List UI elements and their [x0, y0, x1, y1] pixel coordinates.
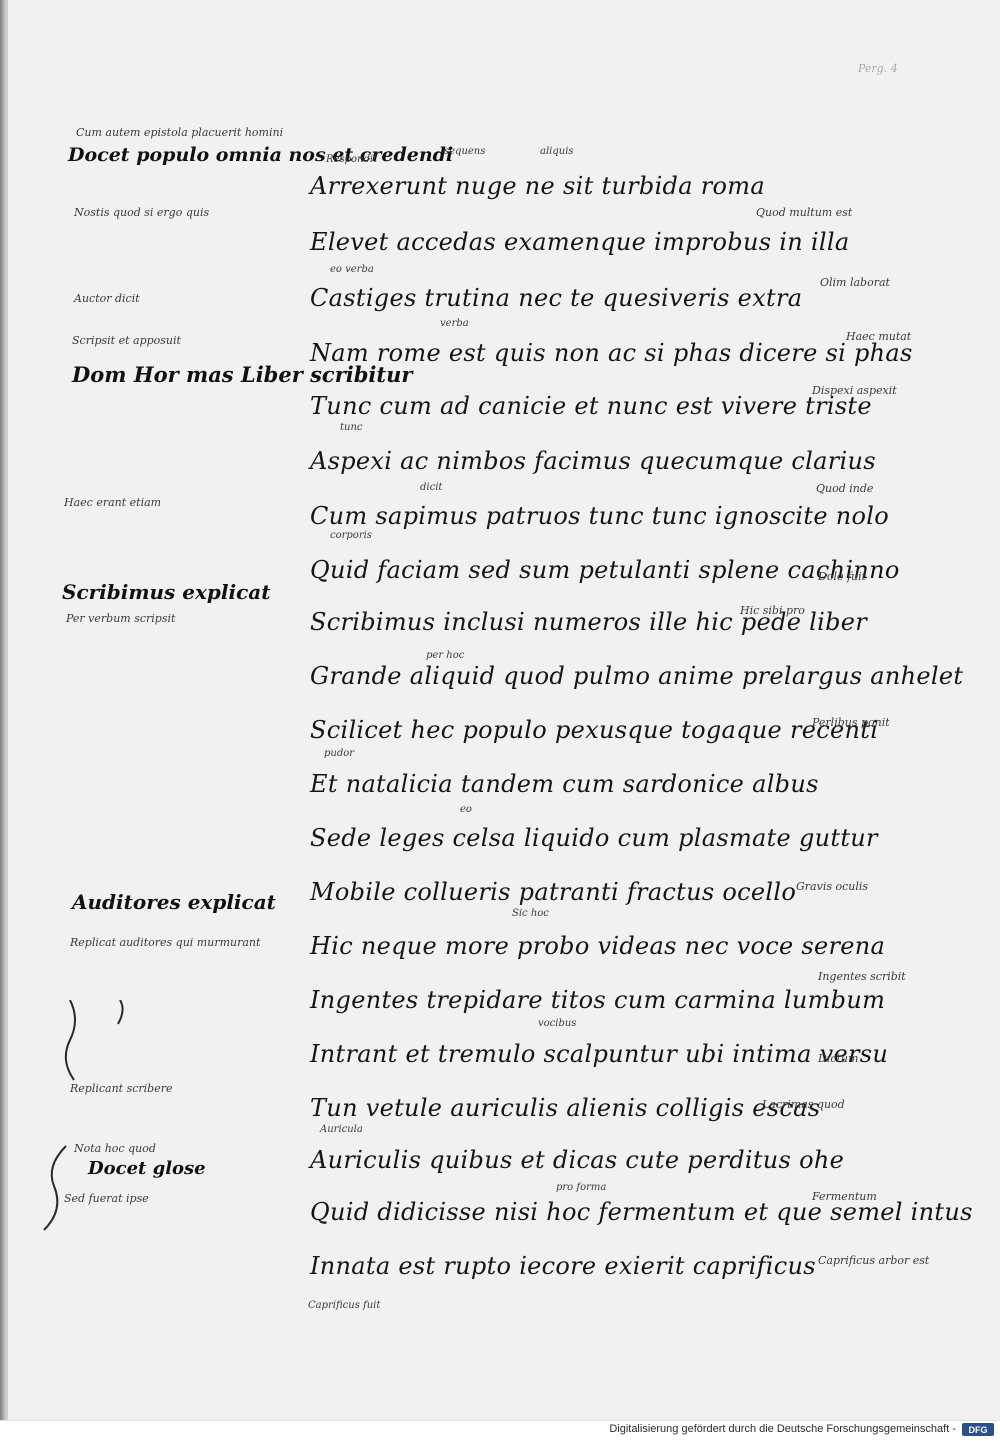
marginal-gloss-left: Auctor dicit — [74, 292, 140, 305]
interlinear-gloss: aliquis — [540, 146, 574, 157]
interlinear-gloss: dicit — [420, 482, 443, 493]
footer-credit: Digitalisierung gefördert durch die Deut… — [609, 1423, 956, 1435]
marginal-gloss-right: Olim laborat — [820, 276, 890, 289]
interlinear-gloss: eo — [460, 804, 472, 815]
marginal-gloss-right: Perlibus ponit — [812, 716, 890, 729]
verse-line: Innata est rupto iecore exierit caprific… — [310, 1252, 816, 1280]
marginal-gloss-left: Cum autem epistola placuerit homini — [76, 126, 284, 139]
rubric-heading: Docet glose — [88, 1158, 206, 1179]
rubric-heading: Docet populo omnia nos et credendi — [68, 144, 454, 166]
marginal-gloss-left: Nota hoc quod — [74, 1142, 156, 1155]
marginal-gloss-left: Per verbum scripsit — [66, 612, 176, 625]
marginal-gloss-right: Lacrimas quod — [762, 1098, 845, 1111]
marginal-gloss-left: Sed fuerat ipse — [64, 1192, 149, 1205]
interlinear-gloss: corporis — [330, 530, 372, 541]
verse-line: Tunc cum ad canicie et nunc est vivere t… — [310, 392, 872, 420]
marginal-gloss-left: Nostis quod si ergo quis — [74, 206, 210, 219]
verse-line: Ingentes trepidare titos cum carmina lum… — [310, 986, 886, 1014]
verse-line: Arrexerunt nuge ne sit turbida roma — [310, 172, 765, 200]
manuscript-page: Perg. 4 — [6, 0, 1000, 1420]
verse-line: Scilicet hec populo pexusque togaque rec… — [310, 716, 879, 744]
verse-line: Aspexi ac nimbos facimus quecumque clari… — [310, 447, 876, 475]
interlinear-gloss: per hoc — [426, 650, 465, 661]
marginal-gloss-left: Haec erant etiam — [64, 496, 162, 509]
marginal-gloss-right: Hic sibi pro — [740, 604, 805, 617]
interlinear-gloss: Auricula — [320, 1124, 363, 1135]
interlinear-gloss: vocibus — [538, 1018, 577, 1029]
interlinear-gloss: pudor — [324, 748, 355, 759]
marginal-gloss-left: Scripsit et apposuit — [72, 334, 181, 347]
verse-line: Intrant et tremulo scalpuntur ubi intima… — [310, 1040, 889, 1068]
marginal-gloss-right: Quod multum est — [756, 206, 853, 219]
dfg-logo: DFG — [962, 1423, 994, 1436]
verse-line: Castiges trutina nec te quesiveris extra — [310, 284, 803, 312]
verse-line: Cum sapimus patruos tunc tunc ignoscite … — [310, 502, 890, 530]
verse-line: Auriculis quibus et dicas cute perditus … — [310, 1146, 845, 1174]
verse-line: Hic neque more probo videas nec voce ser… — [310, 932, 886, 960]
interlinear-gloss: Respondit — [326, 154, 378, 165]
footer-bar — [0, 1420, 1000, 1441]
marginal-gloss-right: Ingentes scribit — [818, 970, 906, 983]
verse-line: Quid didicisse nisi hoc fermentum et que… — [310, 1198, 973, 1226]
marginal-gloss-right: Haec mutat — [846, 330, 912, 343]
verse-line: Tun vetule auriculis alienis colligis es… — [310, 1094, 821, 1122]
interlinear-gloss: verba — [440, 318, 469, 329]
marginal-gloss-right: Dictum — [818, 1052, 859, 1065]
interlinear-gloss: eo verba — [330, 264, 374, 275]
verse-line: Quid faciam sed sum petulanti splene cac… — [310, 556, 900, 584]
verse-line: Grande aliquid quod pulmo anime prelargu… — [310, 662, 964, 690]
binding-edge — [0, 0, 6, 1420]
interlinear-gloss: pro forma — [556, 1182, 607, 1193]
marginal-gloss-left: Replicat auditores qui murmurant — [70, 936, 261, 949]
verse-line: Mobile collueris patranti fractus ocello — [310, 878, 797, 906]
marginal-gloss-right: Caprificus arbor est — [818, 1254, 930, 1267]
verse-line: Nam rome est quis non ac si phas dicere … — [310, 339, 913, 367]
rubric-heading: Dom Hor mas Liber scribitur — [72, 362, 413, 387]
marginal-gloss-right: Gravis oculis — [796, 880, 869, 893]
top-notation: Perg. 4 — [858, 62, 898, 75]
rubric-heading: Scribimus explicat — [62, 580, 271, 604]
verse-line: Scribimus inclusi numeros ille hic pede … — [310, 608, 868, 636]
marginal-gloss-right: Fermentum — [812, 1190, 877, 1203]
interlinear-gloss: Sic hoc — [512, 908, 549, 919]
verse-line: Sede leges celsa liquido cum plasmate gu… — [310, 824, 878, 852]
marginal-gloss-left: Replicant scribere — [70, 1082, 173, 1095]
interlinear-gloss: Caprificus fuit — [308, 1300, 381, 1311]
marginal-gloss-right: Quod inde — [816, 482, 874, 495]
interlinear-gloss: tunc — [340, 422, 363, 433]
marginal-gloss-right: Dole fuit — [818, 570, 867, 583]
margin-flourishes — [43, 1000, 124, 1231]
verse-line: Et natalicia tandem cum sardonice albus — [310, 770, 819, 798]
verse-line: Elevet accedas examenque improbus in ill… — [310, 228, 850, 256]
marginal-gloss-right: Dispexi aspexit — [812, 384, 897, 397]
interlinear-gloss: sequens — [444, 146, 486, 157]
rubric-heading: Auditores explicat — [72, 890, 276, 914]
